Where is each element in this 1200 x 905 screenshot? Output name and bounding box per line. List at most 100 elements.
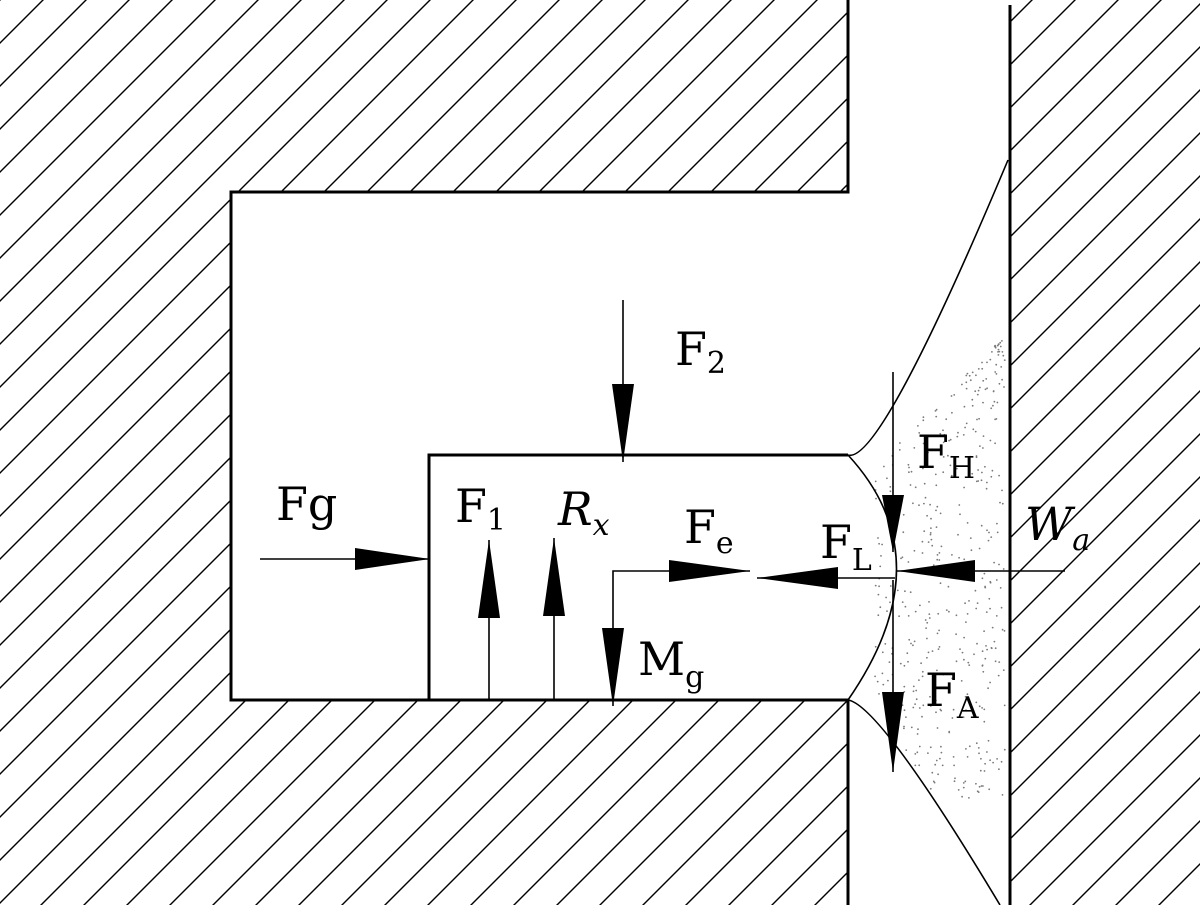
fluid-dot: [951, 717, 954, 719]
fluid-dot: [889, 601, 891, 604]
fluid-dot: [966, 522, 969, 524]
fluid-dot: [978, 417, 980, 420]
fluid-dot: [975, 782, 977, 785]
fluid-dot: [915, 689, 918, 692]
fluid-dot: [878, 542, 880, 545]
fluid-dot: [937, 648, 940, 650]
fluid-dot: [986, 751, 988, 753]
fluid-dot: [949, 438, 952, 441]
fluid-dot: [883, 465, 885, 468]
fluid-dot: [957, 431, 959, 434]
fluid-dot: [904, 605, 907, 608]
fluid-dot: [955, 467, 958, 470]
fluid-dot: [940, 751, 943, 754]
fluid-dot: [996, 401, 999, 404]
fluid-dot: [975, 742, 978, 745]
fluid-dot: [934, 473, 937, 476]
fluid-dot: [953, 780, 956, 783]
fluid-dot: [886, 610, 888, 612]
label-F1: F1: [455, 479, 506, 538]
fluid-dot: [929, 787, 932, 790]
fluid-dot: [979, 769, 982, 772]
fluid-dot: [966, 613, 969, 615]
fluid-dot: [874, 675, 876, 678]
fluid-dot: [907, 463, 910, 466]
fluid-dot: [952, 756, 955, 758]
fluid-dot: [954, 777, 956, 780]
fluid-dot: [978, 752, 980, 755]
fluid-dot: [987, 539, 990, 542]
fluid-dot: [995, 363, 998, 366]
fluid-dot: [938, 646, 941, 648]
fluid-dot: [986, 361, 988, 364]
fluid-dot: [965, 381, 968, 384]
fluid-dot: [929, 533, 932, 536]
fluid-dot: [916, 751, 919, 754]
fluid-dot: [908, 638, 911, 641]
fluid-dot: [910, 642, 912, 645]
fluid-dot: [938, 552, 941, 554]
fluid-dot: [922, 704, 925, 707]
fluid-dot: [964, 780, 967, 783]
fluid-dot: [913, 640, 916, 643]
fluid-dot: [985, 487, 988, 490]
fluid-dot: [960, 680, 963, 682]
fluid-dot: [965, 748, 967, 750]
fluid-dot: [974, 430, 977, 433]
fluid-dot: [998, 768, 1000, 771]
fluid-dot: [976, 418, 978, 421]
fluid-dot: [980, 757, 982, 760]
fluid-dot: [900, 557, 902, 560]
label-Fe: Fe: [684, 500, 734, 561]
fluid-dot: [903, 664, 906, 667]
fluid-dot: [943, 433, 946, 436]
fluid-dot: [941, 764, 944, 767]
fluid-dot: [979, 445, 981, 447]
fluid-dot: [968, 664, 971, 666]
fluid-dot: [963, 658, 965, 661]
fluid-dot: [970, 549, 973, 552]
fluid-dot: [968, 797, 970, 799]
fluid-dot: [971, 398, 974, 401]
fluid-dot: [1000, 760, 1003, 763]
fluid-dot: [989, 358, 992, 361]
fluid-dot: [1001, 794, 1004, 796]
fluid-dot: [879, 565, 882, 568]
fluid-dot: [889, 486, 892, 488]
fluid-dot: [926, 621, 929, 624]
fluid-dot: [988, 531, 990, 534]
fluid-dot: [958, 504, 961, 506]
fluid-dot: [982, 435, 985, 437]
fluid-dot: [934, 763, 937, 766]
fluid-dot: [936, 554, 939, 556]
label-FA: FA: [925, 663, 979, 726]
fluid-dot: [991, 469, 994, 472]
fluid-dot: [976, 790, 979, 793]
fluid-dot: [987, 687, 989, 690]
meniscus-fluid: [874, 340, 1006, 799]
fluid-dot: [1003, 386, 1005, 388]
fluid-dot: [903, 709, 906, 712]
fluid-dot: [998, 474, 1000, 477]
fluid-dot: [908, 466, 910, 469]
fluid-dot: [990, 475, 993, 478]
fluid-dot: [928, 601, 930, 603]
fluid-dot: [993, 400, 996, 403]
fluid-dot: [953, 394, 956, 396]
fluid-dot: [884, 643, 887, 645]
fluid-dot: [962, 434, 965, 436]
fluid-dot: [981, 577, 984, 580]
fluid-dot: [994, 660, 997, 663]
fluid-dot: [994, 346, 997, 349]
fluid-dot: [1000, 366, 1003, 368]
fluid-dot: [936, 558, 939, 561]
fluid-dot: [981, 361, 983, 364]
fluid-dot: [948, 610, 950, 613]
fluid-dot: [918, 679, 920, 681]
fluid-dot: [927, 541, 930, 543]
fluid-dot: [945, 418, 948, 421]
fluid-dot: [939, 512, 942, 515]
fluid-dot: [996, 758, 998, 760]
fluid-dot: [917, 425, 919, 427]
fluid-dot: [975, 480, 978, 483]
